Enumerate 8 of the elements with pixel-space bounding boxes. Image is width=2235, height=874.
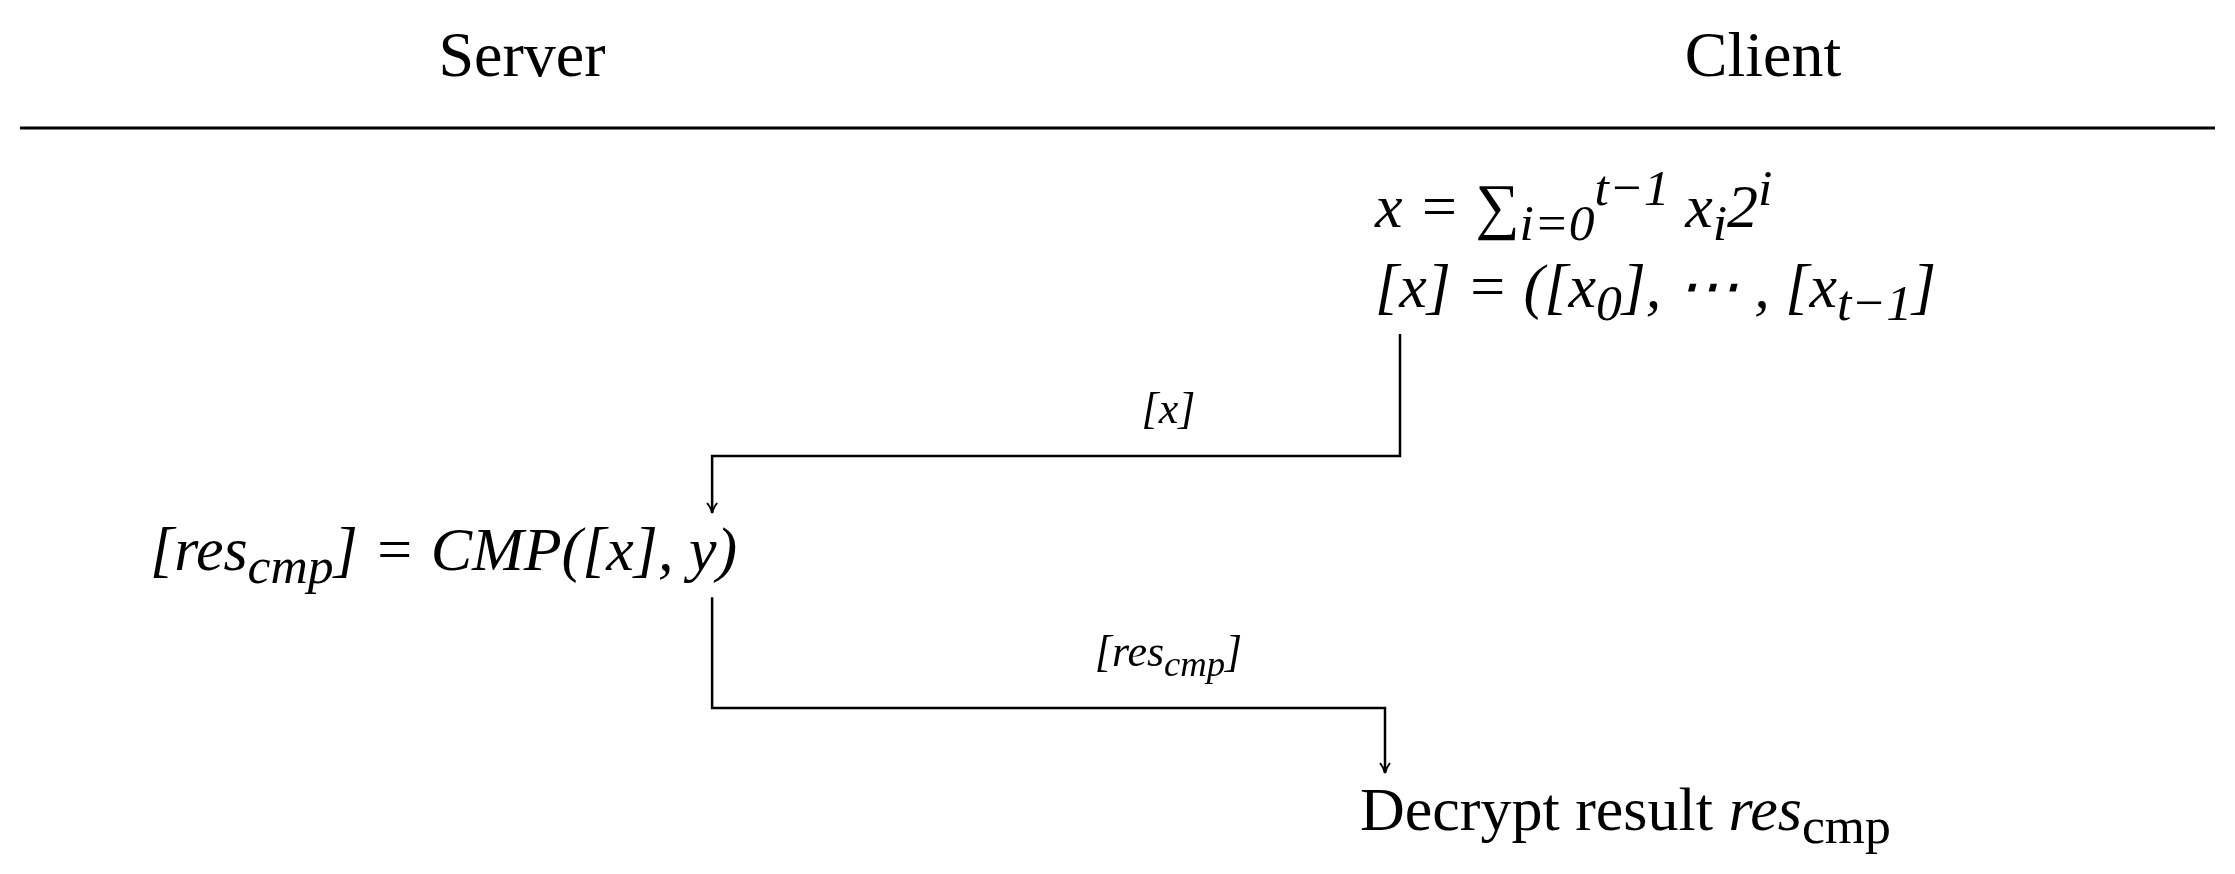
step-text: Decrypt result res$_{cmp}$ — [1360, 775, 1891, 856]
math-formula: x = ∑$_{i=0}$$^{t−1}$ x$_{i}$2$^{i}$ — [1375, 160, 1773, 252]
math-formula: [res$_{cmp}$] = CMP([x], y) — [150, 515, 738, 596]
edge-label: [res$_{cmp}$] — [1094, 628, 1243, 685]
column-heading: Client — [1684, 20, 1842, 91]
column-heading: Server — [438, 20, 606, 91]
math-formula: [x] = ([x$_{0}$], ⋯ , [x$_{t−1}$] — [1375, 251, 1937, 333]
edge-label: [x] — [1141, 385, 1196, 434]
